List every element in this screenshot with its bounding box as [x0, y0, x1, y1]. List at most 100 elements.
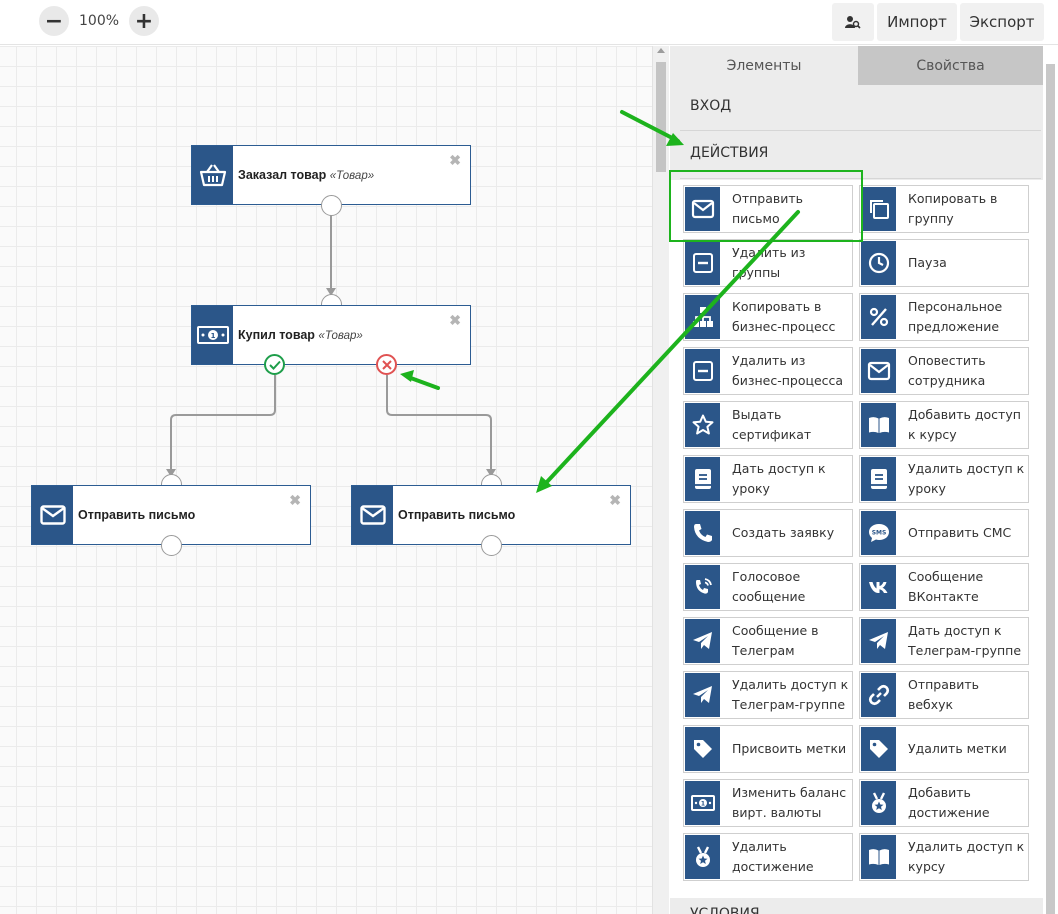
action-item[interactable]: Отправить вебхук [859, 671, 1029, 719]
minus-box-icon [692, 361, 713, 381]
action-item[interactable]: Присвоить метки [683, 725, 853, 773]
envelope-icon [359, 505, 386, 525]
canvas-scrollbar[interactable] [652, 46, 669, 914]
action-label: Удалить из бизнес-процесса [732, 353, 844, 388]
node-title: Отправить письмо [398, 508, 516, 522]
zoom-out-button[interactable]: − [39, 6, 69, 36]
action-item[interactable]: Удалить доступ к Телеграм-группе [683, 671, 853, 719]
action-item[interactable]: Пауза [859, 239, 1029, 287]
export-button[interactable]: Экспорт [960, 3, 1044, 41]
minus-icon: − [44, 8, 64, 34]
action-icon-box [685, 187, 720, 231]
action-item[interactable]: Удалить достижение [683, 833, 853, 881]
action-icon-box: SMS [861, 511, 896, 555]
action-label: Создать заявку [732, 525, 835, 540]
action-item[interactable]: Удалить метки [859, 725, 1029, 773]
zoom-in-button[interactable]: + [129, 6, 159, 36]
action-item[interactable]: Голосовое сообщение [683, 563, 853, 611]
failure-output-port[interactable] [376, 354, 397, 375]
action-label: Копировать в группу [908, 191, 998, 226]
action-item[interactable]: Оповестить сотрудника [859, 347, 1029, 395]
action-item[interactable]: Сообщение ВКонтакте [859, 563, 1029, 611]
envelope-icon [691, 199, 714, 219]
action-icon-box [861, 727, 896, 771]
action-item[interactable]: Дать доступ к Телеграм-группе [859, 617, 1029, 665]
telegram-icon [692, 632, 712, 649]
vk-icon [868, 582, 887, 593]
copy-icon [869, 200, 889, 219]
section-conditions[interactable]: УСЛОВИЯ [690, 906, 760, 914]
action-icon-box [685, 619, 720, 663]
close-icon[interactable]: ✖ [289, 492, 301, 508]
book-icon [868, 417, 889, 433]
action-icon-box [861, 835, 896, 879]
close-icon[interactable]: ✖ [609, 492, 621, 508]
sitemap-icon [692, 307, 713, 327]
action-label: Дать доступ к уроку [732, 461, 826, 496]
action-label: Голосовое сообщение [732, 569, 806, 604]
scroll-up-arrow-icon[interactable] [657, 48, 665, 53]
action-icon-box [861, 295, 896, 339]
node-subtitle: «Товар» [318, 330, 363, 342]
action-label: Копировать в бизнес-процесс [732, 299, 836, 334]
tab-elements[interactable]: Элементы [670, 46, 858, 85]
link-icon [868, 684, 889, 706]
action-label: Удалить из группы [732, 245, 806, 280]
action-icon-box [861, 349, 896, 393]
action-icon-box: 1 [685, 781, 720, 825]
action-item[interactable]: Удалить доступ к уроку [859, 455, 1029, 503]
close-icon[interactable]: ✖ [449, 312, 461, 328]
tag-icon [693, 740, 712, 758]
action-item[interactable]: Добавить достижение [859, 779, 1029, 827]
workflow-node-bought-product[interactable]: 1 Купил товар «Товар» ✖ [191, 305, 471, 365]
telegram-icon [868, 632, 888, 649]
action-item[interactable]: Создать заявку [683, 509, 853, 557]
node-output-port[interactable] [481, 535, 502, 556]
action-item[interactable]: Дать доступ к уроку [683, 455, 853, 503]
action-item[interactable]: Персональное предложение [859, 293, 1029, 341]
action-item[interactable]: Копировать в группу [859, 185, 1029, 233]
action-label: Выдать сертификат [732, 407, 812, 442]
medal-icon [695, 846, 710, 867]
action-label: Оповестить сотрудника [908, 353, 986, 388]
action-item[interactable]: SMS Отправить СМС [859, 509, 1029, 557]
action-item[interactable]: Копировать в бизнес-процесс [683, 293, 853, 341]
import-button[interactable]: Импорт [877, 3, 957, 41]
action-label: Отправить СМС [908, 525, 1012, 540]
action-label: Сообщение ВКонтакте [908, 569, 984, 604]
tab-properties[interactable]: Свойства [858, 46, 1043, 85]
action-item[interactable]: Отправить письмо [683, 185, 853, 233]
node-subtitle: «Товар» [329, 170, 375, 182]
action-icon-box [861, 565, 896, 609]
success-output-port[interactable] [264, 354, 285, 375]
action-item[interactable]: Добавить доступ к курсу [859, 401, 1029, 449]
section-actions[interactable]: ДЕЙСТВИЯ [690, 145, 769, 161]
action-icon-box [861, 673, 896, 717]
section-entry[interactable]: ВХОД [690, 98, 732, 114]
node-output-port[interactable] [321, 195, 342, 216]
top-toolbar: − 100% + Импорт Экспорт [0, 0, 1058, 45]
percent-icon [869, 307, 888, 327]
action-icon-box [861, 781, 896, 825]
node-output-port[interactable] [161, 535, 182, 556]
action-item[interactable]: Сообщение в Телеграм [683, 617, 853, 665]
close-icon[interactable]: ✖ [449, 152, 461, 168]
panel-scrollbar[interactable] [1046, 64, 1055, 914]
action-label: Добавить достижение [908, 785, 990, 820]
scroll-thumb[interactable] [656, 62, 666, 172]
action-item[interactable]: Удалить из группы [683, 239, 853, 287]
action-item[interactable]: Удалить доступ к курсу [859, 833, 1029, 881]
node-title: Заказал товар «Товар» [238, 168, 375, 182]
voice-call-icon [695, 578, 712, 594]
action-item[interactable]: Удалить из бизнес-процесса [683, 347, 853, 395]
check-icon [268, 360, 281, 370]
telegram-icon [692, 686, 712, 703]
lesson-icon [870, 469, 887, 489]
action-label: Удалить доступ к курсу [908, 839, 1025, 874]
zoom-level: 100% [79, 13, 120, 29]
search-user-button[interactable] [832, 3, 874, 41]
action-item[interactable]: Выдать сертификат [683, 401, 853, 449]
